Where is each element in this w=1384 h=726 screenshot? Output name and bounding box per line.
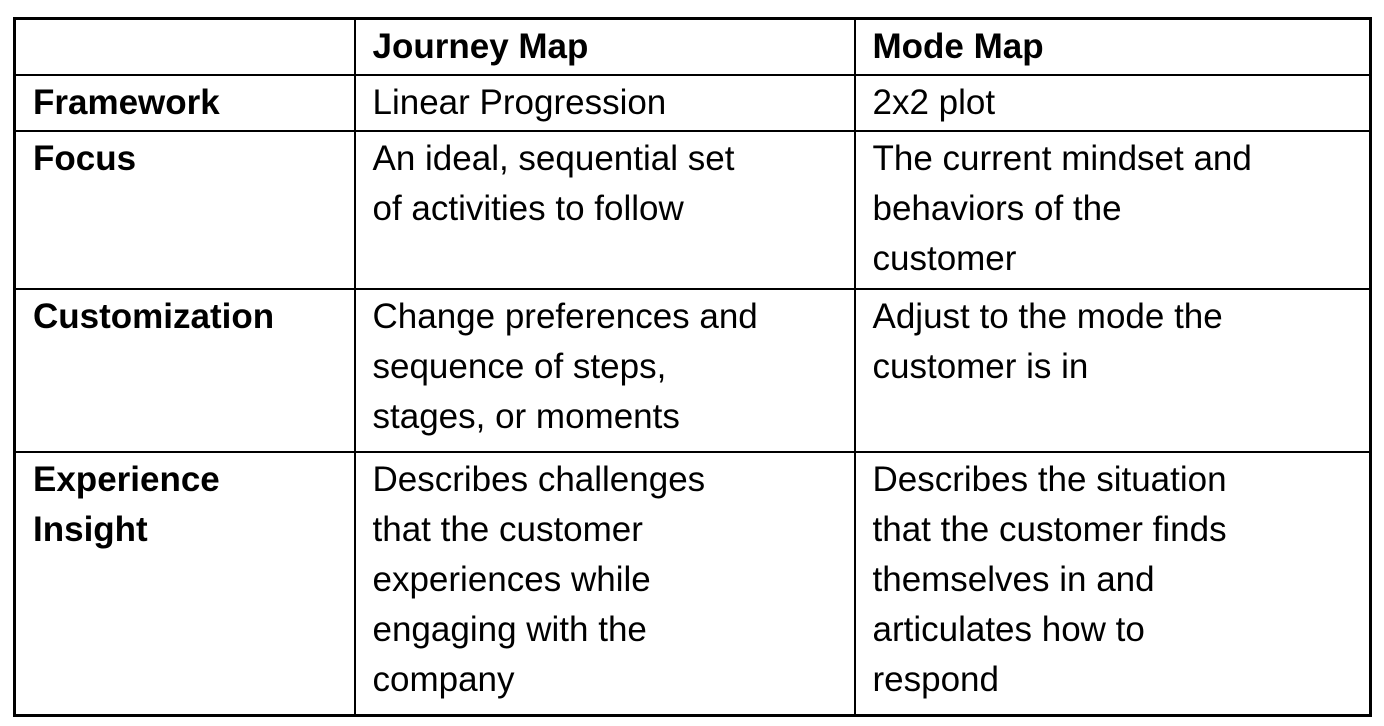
cell-framework-journey: Linear Progression (353, 74, 856, 132)
cell-focus-mode: The current mindset and behaviors of the… (853, 130, 1372, 290)
column-header-journey-map: Journey Map (353, 17, 856, 76)
row-label-framework: Framework (13, 74, 356, 132)
row-label-experience-insight: Experience Insight (13, 451, 356, 716)
header-row: Journey Map Mode Map (13, 17, 1372, 76)
cell-experience-insight-mode: Describes the situation that the custome… (853, 451, 1372, 716)
table-row-customization: Customization Change preferences and seq… (13, 288, 1372, 453)
column-header-mode-map: Mode Map (853, 17, 1372, 76)
corner-cell (13, 17, 356, 76)
cell-framework-mode: 2x2 plot (853, 74, 1372, 132)
table-row-focus: Focus An ideal, sequential set of activi… (13, 130, 1372, 290)
row-label-focus: Focus (13, 130, 356, 290)
cell-customization-mode: Adjust to the mode the customer is in (853, 288, 1372, 453)
table-row-framework: Framework Linear Progression 2x2 plot (13, 74, 1372, 132)
cell-experience-insight-journey: Describes challenges that the customer e… (353, 451, 856, 716)
comparison-table: Journey Map Mode Map Framework Linear Pr… (13, 17, 1372, 717)
cell-focus-journey: An ideal, sequential set of activities t… (353, 130, 856, 290)
row-label-customization: Customization (13, 288, 356, 453)
cell-customization-journey: Change preferences and sequence of steps… (353, 288, 856, 453)
table-row-experience-insight: Experience Insight Describes challenges … (13, 451, 1372, 716)
